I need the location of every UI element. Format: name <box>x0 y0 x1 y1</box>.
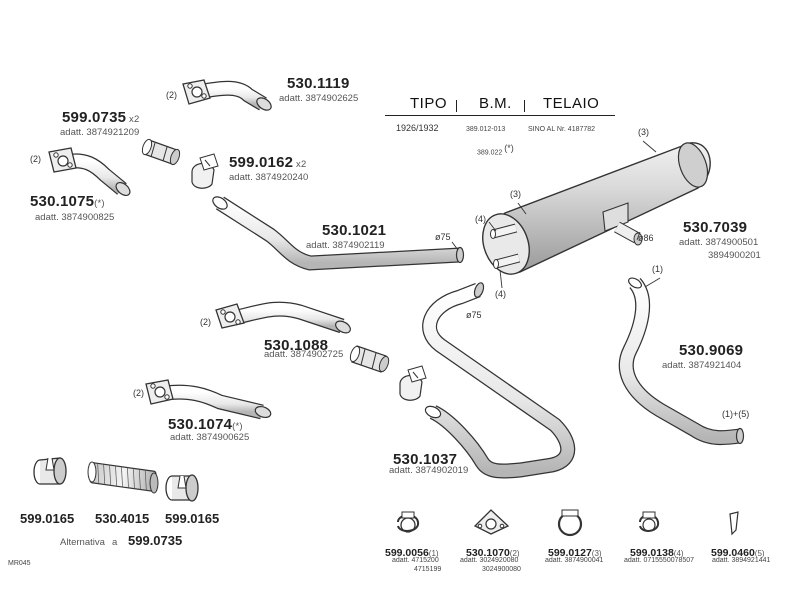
part-code-530-1075: 530.1075(*) <box>30 193 105 210</box>
fitting-530-1070-adatt: adatt. 3024920080 <box>460 557 519 564</box>
part-code-530-1119: 530.1119 <box>287 75 350 92</box>
qty-label: (3) <box>510 189 521 199</box>
part-adatt-530-1037: adatt. 3874902019 <box>389 465 469 476</box>
pipe-530-9069 <box>618 277 745 446</box>
clamp-599-0165-right <box>165 474 199 502</box>
part-code-530-7039: 530.7039 <box>683 219 748 236</box>
fitting-599-0138: 599.0138(4) <box>630 547 684 559</box>
part-adatt-530-7039: adatt. 3874900501 <box>679 237 759 248</box>
qty-label: (2) <box>133 388 144 398</box>
pipe-530-1119 <box>182 79 272 111</box>
pipe-530-1075 <box>48 147 131 197</box>
part-code-599-0165-left: 599.0165 <box>20 511 75 526</box>
part-code-599-0735: 599.0735 x2 <box>62 109 140 126</box>
part-code-530-9069: 530.9069 <box>679 342 744 359</box>
part-adatt-599-0162: adatt. 3874920240 <box>229 172 309 183</box>
fitting-599-0460-adatt: adatt. 3894921441 <box>712 557 771 564</box>
clamp-sleeve-mid <box>349 345 390 373</box>
part-adatt-530-9069: adatt. 3874921404 <box>662 360 742 371</box>
clamp-599-0165-left <box>33 457 67 485</box>
qty-label: (2) <box>166 90 177 100</box>
pipe-530-1088 <box>215 301 351 334</box>
fitting-599-0127-adatt: adatt. 3874900041 <box>545 557 604 564</box>
qty-label: (1)+(5) <box>722 409 750 419</box>
table-separator <box>456 100 457 112</box>
alternative-code: 599.0735 <box>128 533 183 548</box>
fitting-599-0460: 599.0460(5) <box>711 547 765 559</box>
diagram-ref: MR045 <box>8 560 31 567</box>
alternative-a: a <box>112 537 118 548</box>
fitting-599-0127: 599.0127(3) <box>548 547 602 559</box>
muffler-530-7039 <box>482 142 711 275</box>
table-header-telaio: TELAIO <box>543 95 600 112</box>
table-header-bm: B.M. <box>479 95 512 112</box>
clamp-ubolt-mid <box>399 365 427 401</box>
qty-label: (2) <box>30 154 41 164</box>
fitting-599-0138-icon <box>639 511 660 532</box>
table-bm-value-1: 389.012-013 <box>466 126 506 133</box>
pipe-530-1021 <box>212 196 465 271</box>
fitting-599-0056-adatt2: 4715199 <box>414 566 442 573</box>
part-code-530-1037: 530.1037 <box>393 451 458 468</box>
part-adatt-530-1074: adatt. 3874900625 <box>170 432 250 443</box>
table-rule <box>385 115 615 116</box>
part-adatt-530-1088: adatt. 3874902725 <box>264 349 344 360</box>
fitting-599-0138-adatt: adatt. 0715550078507 <box>624 557 695 564</box>
fitting-599-0056: 599.0056(1) <box>385 547 439 559</box>
clamp-599-0162 <box>191 153 219 189</box>
part-adatt-530-1119: adatt. 3874902625 <box>279 93 359 104</box>
qty-label: (2) <box>200 317 211 327</box>
clamp-599-0735 <box>141 138 181 166</box>
fitting-599-0127-icon <box>557 509 583 537</box>
part-code-530-1088: 530.1088 <box>264 337 329 354</box>
fitting-599-0460-icon <box>729 511 739 536</box>
fitting-530-1070-adatt2: 3024900080 <box>482 566 521 573</box>
part-adatt-530-1075: adatt. 3874900825 <box>35 212 115 223</box>
part-adatt-599-0735: adatt. 3874921209 <box>60 127 140 138</box>
table-separator <box>524 100 525 112</box>
fitting-599-0056-adatt: adatt. 4715200 <box>392 557 439 564</box>
alternative-label: Alternativa <box>60 537 105 548</box>
table-tipo-value: 1926/1932 <box>396 123 439 133</box>
qty-label: (3) <box>638 127 649 137</box>
qty-label: (1) <box>652 264 663 274</box>
table-bm-value-2: 389.022 (*) <box>477 143 514 157</box>
part-code-599-0162: 599.0162 x2 <box>229 154 307 171</box>
pipe-530-1074 <box>145 379 272 420</box>
part-code-530-1074: 530.1074(*) <box>168 416 243 433</box>
flex-pipe-530-4015 <box>87 461 159 494</box>
part-adatt-530-7039-alt: 3894900201 <box>708 250 761 261</box>
part-code-530-4015: 530.4015 <box>95 511 150 526</box>
fitting-530-1070: 530.1070(2) <box>466 547 520 559</box>
qty-label: (4) <box>475 214 486 224</box>
pipe-530-1037 <box>422 282 576 479</box>
fitting-530-1070-icon <box>473 509 510 535</box>
fitting-599-0056-icon <box>397 511 420 533</box>
part-code-530-1021: 530.1021 <box>322 222 387 239</box>
diameter-label: ø75 <box>435 232 451 242</box>
leader-lines <box>451 140 661 289</box>
qty-label: (4) <box>495 289 506 299</box>
diameter-label: ø75 <box>466 310 482 320</box>
diameter-label: ø86 <box>638 233 654 243</box>
table-telaio-value: SINO AL Nr. 4187782 <box>528 126 596 133</box>
table-header-tipo: TIPO <box>410 95 448 112</box>
part-code-599-0165-right: 599.0165 <box>165 511 220 526</box>
part-adatt-530-1021: adatt. 3874902119 <box>306 240 385 251</box>
